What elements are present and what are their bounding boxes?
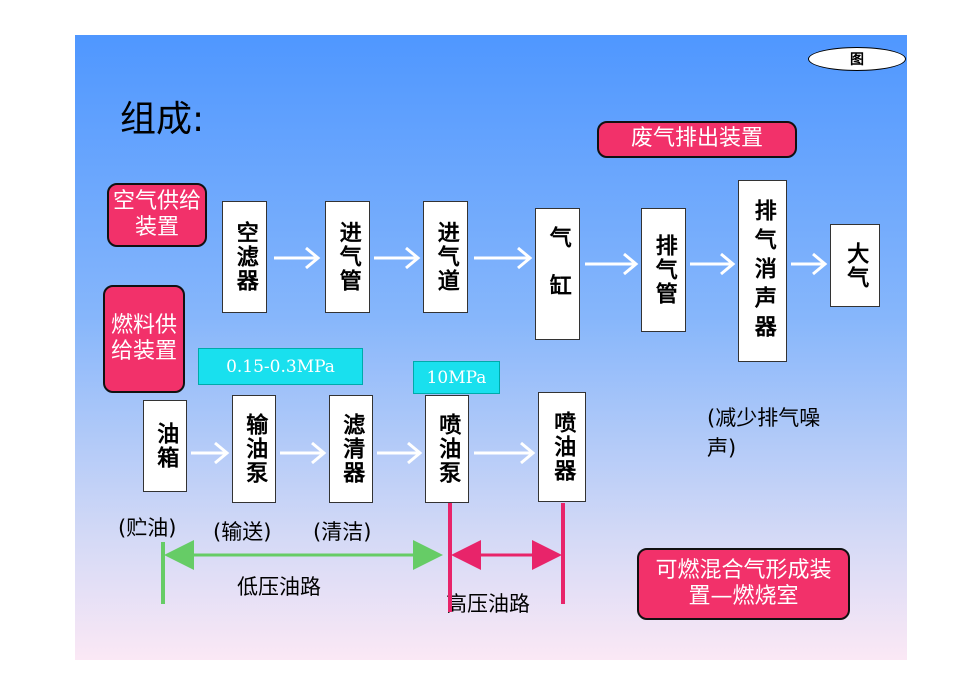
intake-pipe-label: 进气管 [335,221,361,293]
muffler-label: 排气消声器 [750,198,776,344]
fuel-tank-caption: (贮油) [118,516,177,540]
intake-pipe-box: 进气管 [325,201,370,313]
air-filter-label: 空滤器 [232,221,258,293]
exhaust-pipe-box: 排气管 [641,208,686,332]
fuel-tank-box: 油箱 [143,400,187,492]
muffler-box: 排气消声器 [738,180,787,362]
arrow-muffler-to-atmosphere [791,252,828,276]
page-title: 组成: [120,99,205,140]
high-pressure-range [448,503,565,612]
low-pressure-line-label: 低压油路 [237,575,321,599]
arrow-intake-port-to-cylinder [474,246,533,270]
arrow-intake-pipe-to-intake-port [374,246,421,270]
injection-pump-box: 喷油泵 [425,395,469,503]
atmosphere-box: 大气 [830,224,880,307]
fuel-tank-label: 油箱 [153,422,179,470]
arrow-cylinder-to-exhaust-pipe [585,252,639,276]
combustion-chamber-label: 可燃混合气形成装置—燃烧室 [637,548,850,620]
air-filter-box: 空滤器 [222,201,267,313]
low-pressure-value: 0.15-0.3MPa [198,348,363,385]
figure-badge[interactable]: 图 [808,47,906,71]
muffler-note: (减少排气噪声) [707,406,821,461]
high-pressure-value: 10MPa [413,361,500,394]
exhaust-pipe-label: 排气管 [651,234,677,306]
air-supply-label: 空气供给装置 [107,183,207,247]
arrow-fuel-tank-to-feed-pump [191,441,230,465]
cylinder-label: 气缸 [545,226,571,322]
atmosphere-label: 大气 [843,241,869,290]
feed-pump-label: 输油泵 [242,413,268,485]
arrow-exhaust-pipe-to-muffler [690,252,736,276]
fuel-filter-label: 滤清器 [339,413,365,485]
exhaust-system-label: 废气排出装置 [597,121,797,158]
injector-box: 喷油器 [538,392,586,502]
arrow-feed-pump-to-fuel-filter [280,441,327,465]
intake-port-label: 进气道 [433,221,459,293]
fuel-filter-box: 滤清器 [329,395,373,503]
arrow-fuel-filter-to-injection-pump [377,441,423,465]
injector-label: 喷油器 [550,411,576,483]
injection-pump-label: 喷油泵 [435,413,461,485]
intake-port-box: 进气道 [423,201,468,313]
arrow-air-filter-to-intake-pipe [274,246,321,270]
arrow-injection-pump-to-injector [474,441,536,465]
fuel-supply-label: 燃料供给装置 [103,285,185,393]
feed-pump-box: 输油泵 [232,395,276,503]
cylinder-box: 气缸 [535,208,580,340]
low-pressure-range [161,540,443,604]
high-pressure-line-label: 高压油路 [446,592,530,616]
